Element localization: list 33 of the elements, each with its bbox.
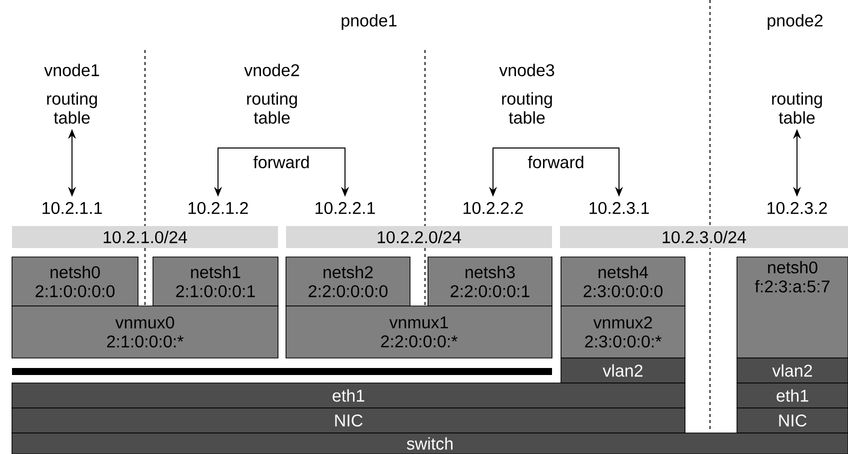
edge-label: forward bbox=[528, 156, 584, 168]
interface-box: netsh0 f:2:3:a:5:7 bbox=[736, 256, 848, 358]
node-label: vnode2 bbox=[244, 64, 300, 76]
subnet-bar: 10.2.1.0/24 bbox=[12, 226, 278, 248]
subnet-bar: 10.2.2.0/24 bbox=[286, 226, 552, 248]
ip-address: 10.2.3.2 bbox=[768, 202, 827, 214]
subnet-bar: 10.2.3.0/24 bbox=[560, 226, 848, 248]
node-label: pnode1 bbox=[342, 14, 397, 30]
ethernet-box: eth1 bbox=[736, 382, 848, 408]
node-label: NIC bbox=[779, 414, 806, 427]
interface-box: netsh4 2:3:0:0:0:0 bbox=[560, 256, 686, 306]
ip-address: 10.2.3.1 bbox=[590, 202, 649, 214]
routing-table-label: routing table bbox=[247, 92, 297, 124]
routing-table-label: routing table bbox=[47, 92, 97, 124]
interface-box: netsh1 2:1:0:0:0:1 bbox=[152, 256, 278, 306]
ip-address: 10.2.1.1 bbox=[42, 202, 102, 214]
ip-address: 10.2.2.1 bbox=[316, 202, 375, 214]
multiplexer-box: vnmux2 2:3:0:0:0:* bbox=[560, 306, 686, 358]
node-label: pnode2 bbox=[768, 14, 822, 30]
ip-address: 10.2.2.2 bbox=[464, 202, 523, 214]
interface-box: netsh0 2:1:0:0:0:0 bbox=[12, 256, 138, 306]
node-label: vnode1 bbox=[44, 64, 100, 76]
node-label: vnode3 bbox=[499, 64, 554, 76]
vlan-box: vlan2 bbox=[560, 358, 686, 384]
interface-box: netsh3 2:2:0:0:0:1 bbox=[428, 256, 552, 306]
nic-box: NIC bbox=[736, 408, 848, 434]
vlan-box: vlan2 bbox=[736, 358, 848, 384]
ip-address: 10.2.1.2 bbox=[188, 202, 248, 214]
routing-table-label: routing table bbox=[772, 92, 822, 124]
routing-table-label: routing table bbox=[502, 92, 552, 124]
interface-box: netsh2 2:2:0:0:0:0 bbox=[286, 256, 410, 306]
edge-label: forward bbox=[253, 156, 309, 168]
nic-box: NIC bbox=[12, 408, 686, 434]
